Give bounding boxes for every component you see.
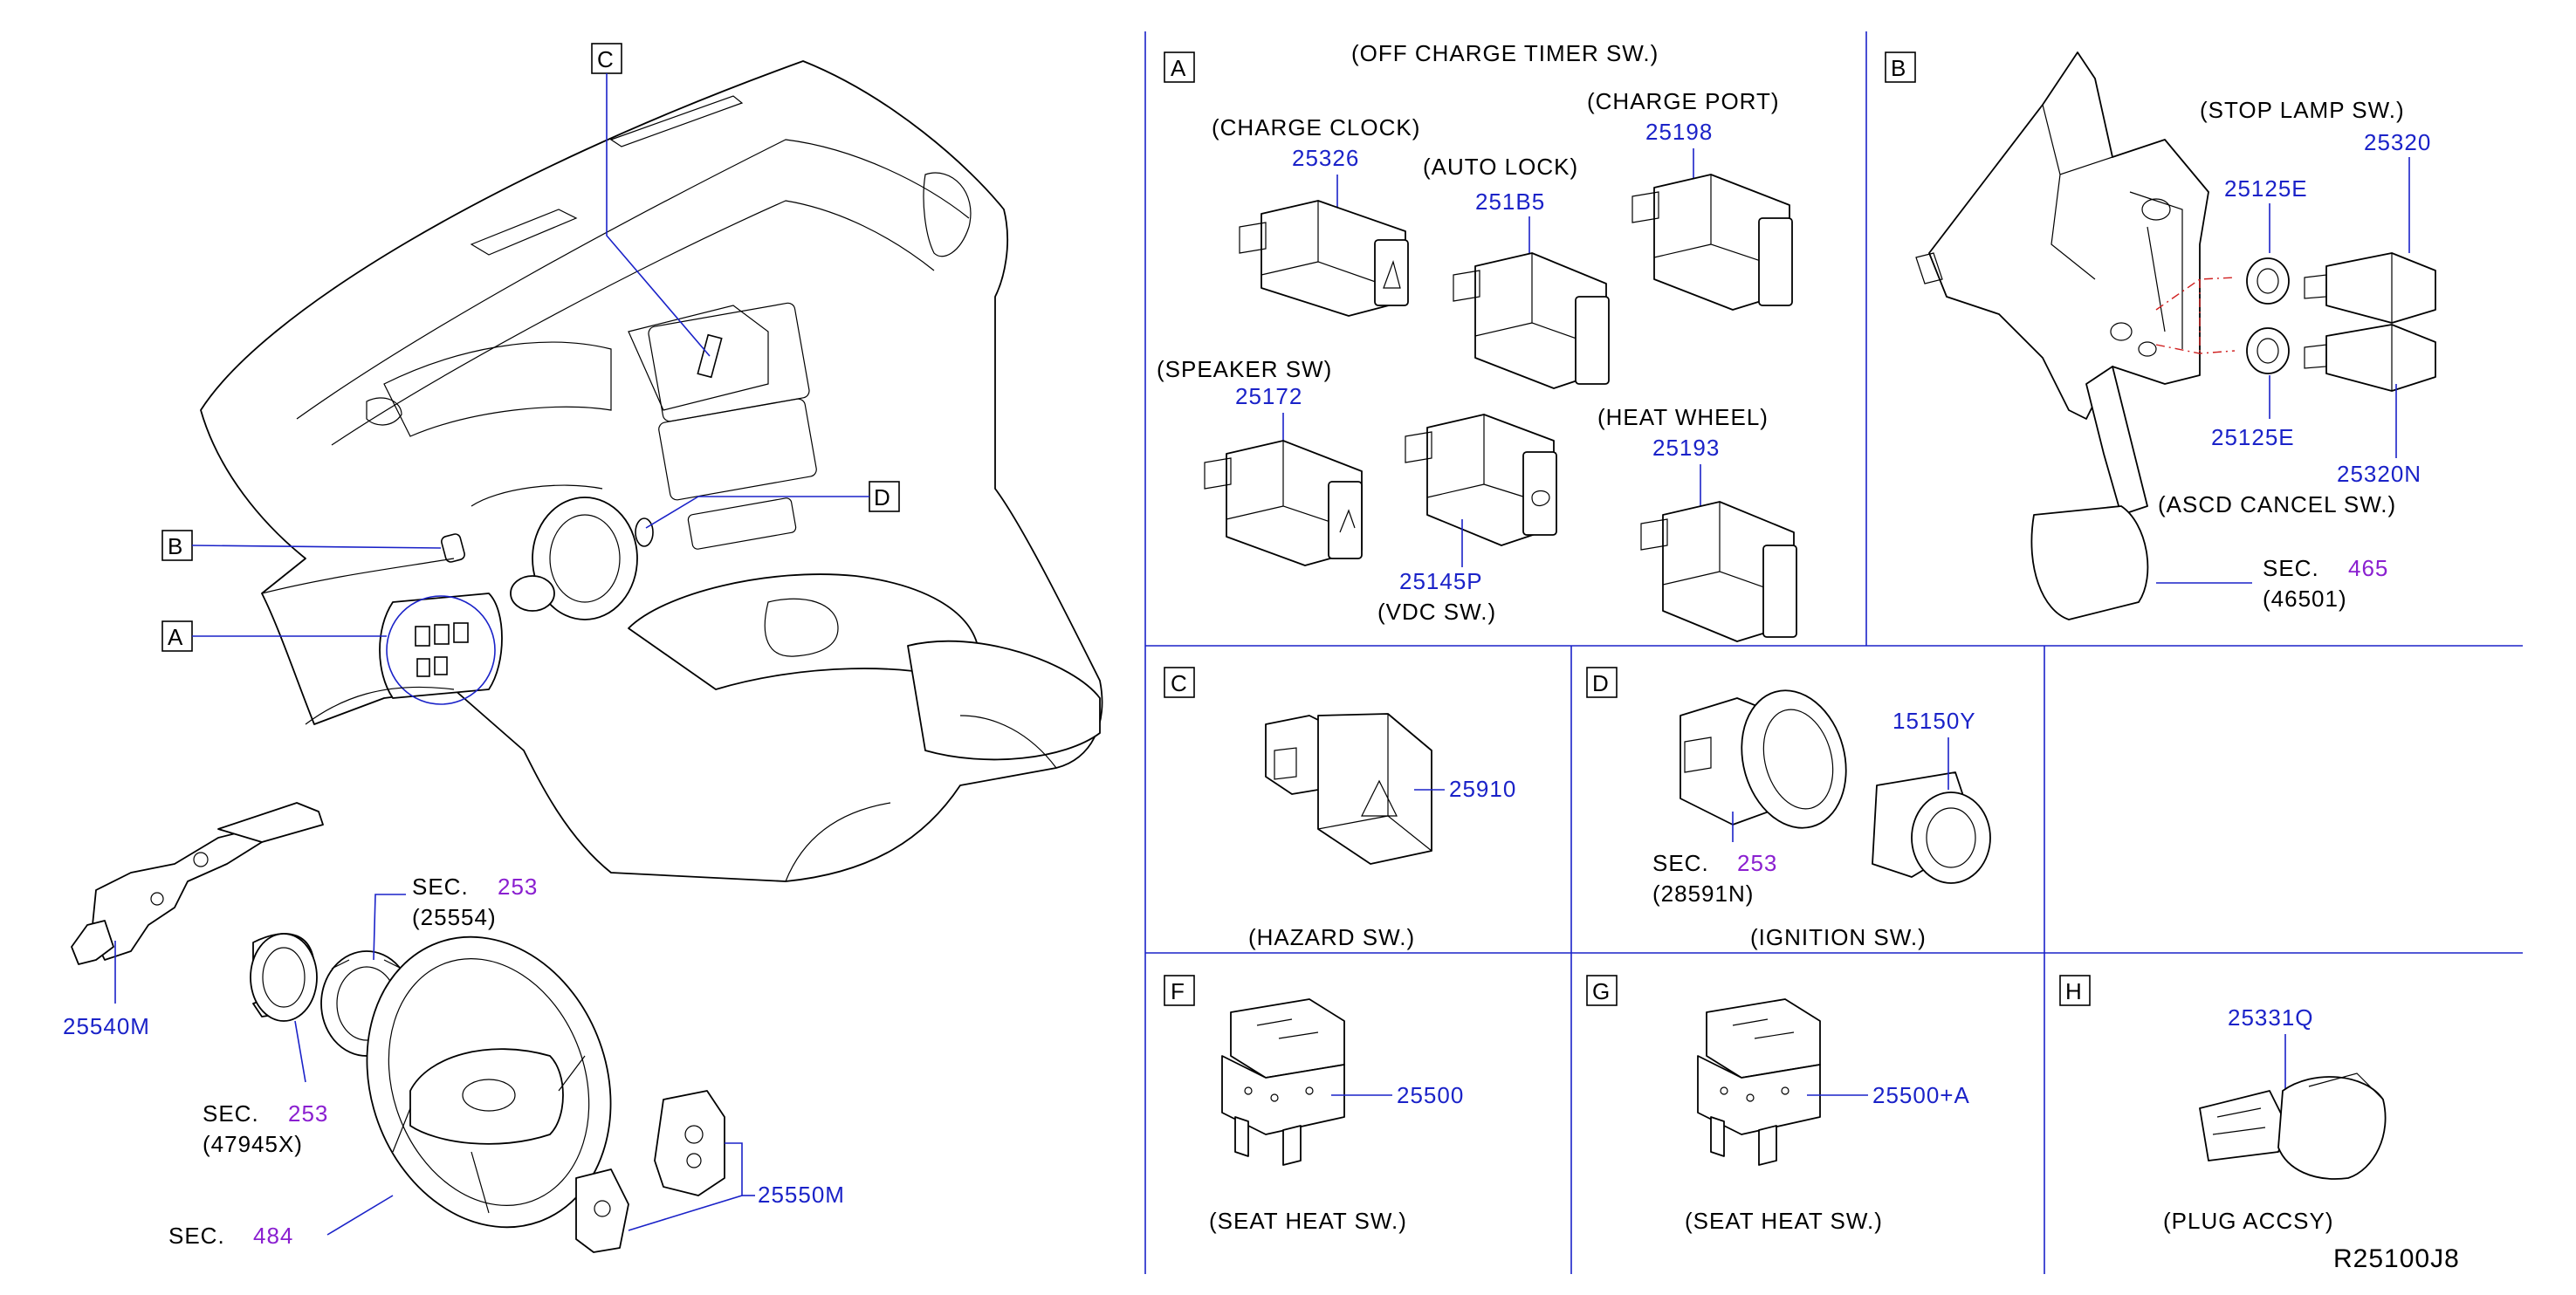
- speaker-switch-illustration: [1204, 440, 1363, 566]
- charge-port-label: (CHARGE PORT): [1587, 88, 1780, 114]
- view-b-letter: B: [168, 533, 183, 559]
- auto-lock-switch-illustration: [1453, 252, 1610, 389]
- stop-lamp-label: (STOP LAMP SW.): [2200, 97, 2405, 123]
- speaker-part: 25172: [1235, 383, 1302, 409]
- panel-b: B (STOP LAMP SW.) 25320 25125E: [1885, 51, 2436, 620]
- view-a-letter: A: [168, 624, 183, 650]
- panel-c: C 25910 (HAZARD SW.): [1164, 667, 1516, 950]
- heat-wheel-switch-illustration: [1640, 501, 1797, 642]
- stop-lamp-switch-illustration: [2246, 252, 2436, 324]
- panel-b-sec-ref: (46501): [2263, 586, 2347, 612]
- view-c-letter: C: [597, 46, 615, 72]
- panel-g: G 25500+A (SEAT HEAT SW.): [1586, 975, 1970, 1234]
- hazard-switch-illustration: [1265, 713, 1432, 865]
- seat-heat-g-label: (SEAT HEAT SW.): [1685, 1208, 1883, 1234]
- sec-a-ref: (25554): [412, 904, 497, 930]
- combo-switch-part: 25540M: [63, 1013, 150, 1039]
- auto-lock-label: (AUTO LOCK): [1423, 154, 1578, 180]
- ignition-ring-illustration: [1872, 771, 1991, 884]
- heat-wheel-part: 25193: [1652, 435, 1720, 461]
- ascd-part: 25320N: [2337, 461, 2421, 487]
- steering-wheel-illustration: [366, 935, 612, 1229]
- panel-h-letter: H: [2065, 978, 2083, 1004]
- view-d-letter: D: [874, 484, 891, 510]
- lock-nut-top-part: 25125E: [2224, 175, 2308, 202]
- vdc-label: (VDC SW.): [1377, 599, 1496, 625]
- panel-h: H 25331Q (PLUG ACCSY): [2059, 975, 2387, 1234]
- charge-clock-switch-illustration: [1239, 200, 1409, 317]
- panel-d-sec-label: SEC.: [1652, 850, 1709, 876]
- vdc-switch-illustration: [1405, 414, 1557, 546]
- ignition-switch-illustration: [1680, 689, 1847, 829]
- auto-lock-part: 251B5: [1475, 188, 1545, 215]
- sec-b-ref: (47945X): [203, 1131, 303, 1157]
- panel-grid: [1144, 31, 2523, 1274]
- sec-c-number: 484: [253, 1223, 293, 1249]
- panel-f: F 25500 (SEAT HEAT SW.): [1164, 975, 1464, 1234]
- sec-a-label: SEC.: [412, 874, 469, 900]
- panel-c-letter: C: [1171, 670, 1188, 696]
- hazard-label: (HAZARD SW.): [1248, 924, 1415, 950]
- combination-switch-illustration: [71, 802, 324, 1004]
- plug-accsy-label: (PLUG ACCSY): [2163, 1208, 2334, 1234]
- charge-port-part: 25198: [1645, 119, 1713, 145]
- seat-heat-f-label: (SEAT HEAT SW.): [1209, 1208, 1407, 1234]
- plug-accessory-illustration: [2199, 1072, 2387, 1180]
- sec-a-number: 253: [498, 874, 538, 900]
- ascd-label: (ASCD CANCEL SW.): [2158, 491, 2396, 517]
- panel-f-letter: F: [1171, 978, 1185, 1004]
- heat-wheel-label: (HEAT WHEEL): [1597, 404, 1769, 430]
- panel-g-letter: G: [1592, 978, 1611, 1004]
- panel-d-sec-ref: (28591N): [1652, 880, 1754, 907]
- hazard-part: 25910: [1449, 776, 1516, 802]
- charge-clock-part: 25326: [1292, 145, 1359, 171]
- charge-clock-label: (CHARGE CLOCK): [1212, 114, 1420, 140]
- ignition-label: (IGNITION SW.): [1750, 924, 1927, 950]
- sec-b-label: SEC.: [203, 1100, 259, 1127]
- seat-heat-f-part: 25500: [1397, 1082, 1464, 1108]
- seat-heat-switch-f-illustration: [1221, 998, 1345, 1166]
- sec-b-number: 253: [288, 1100, 328, 1127]
- steering-switch-part: 25550M: [758, 1182, 845, 1208]
- lock-nut-bottom-part: 25125E: [2211, 424, 2295, 450]
- stop-lamp-part: 25320: [2364, 129, 2431, 155]
- charge-port-switch-illustration: [1631, 174, 1793, 311]
- panel-b-sec-number: 465: [2348, 555, 2388, 581]
- dashboard-illustration: [200, 60, 1103, 882]
- panel-d-sec-number: 253: [1737, 850, 1777, 876]
- ascd-cancel-switch-illustration: [2246, 324, 2436, 392]
- panel-a-title: (OFF CHARGE TIMER SW.): [1351, 40, 1659, 66]
- steering-switch-illustration: [575, 1090, 725, 1253]
- ignition-ring-part: 15150Y: [1893, 708, 1976, 734]
- speaker-label: (SPEAKER SW): [1157, 356, 1332, 382]
- vdc-part: 25145P: [1399, 568, 1483, 594]
- panel-a: A (OFF CHARGE TIMER SW.) (CHARGE CLOCK) …: [1157, 40, 1797, 642]
- seat-heat-switch-g-illustration: [1697, 998, 1821, 1166]
- panel-a-letter: A: [1171, 55, 1186, 81]
- sec-c-label: SEC.: [168, 1223, 225, 1249]
- diagram-code: R25100J8: [2333, 1244, 2460, 1273]
- panel-b-sec-label: SEC.: [2263, 555, 2319, 581]
- seat-heat-g-part: 25500+A: [1872, 1082, 1970, 1108]
- panel-d: D SEC. 253 (28591N) 15150Y (IGNITION SW.…: [1586, 667, 1991, 950]
- panel-d-letter: D: [1592, 670, 1610, 696]
- plug-accsy-part: 25331Q: [2228, 1004, 2314, 1031]
- pedal-bracket-illustration: [1915, 51, 2209, 620]
- panel-b-letter: B: [1891, 55, 1906, 81]
